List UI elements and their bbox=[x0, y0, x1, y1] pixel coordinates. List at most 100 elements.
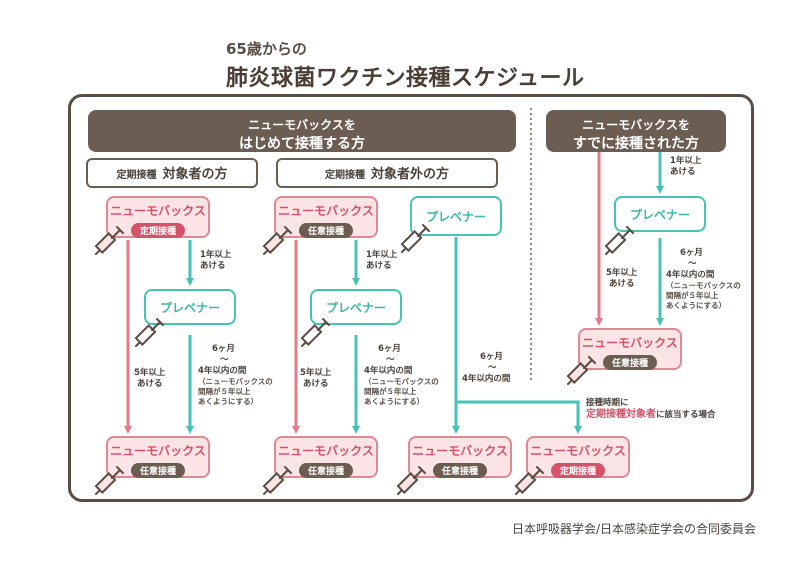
c2-pneumovax-top-label: ニューモバックス bbox=[278, 204, 374, 218]
syringe-icon bbox=[94, 466, 124, 495]
r-prevenar-label: プレベナー bbox=[629, 208, 690, 222]
syringe-icon bbox=[300, 318, 330, 347]
c3-pneumovax-bottom-label: ニューモバックス bbox=[412, 444, 508, 458]
r-note-one-year-b: あける bbox=[670, 167, 696, 177]
c1-prevenar: プレベナー bbox=[144, 289, 236, 325]
category-not-eligible-small: 定期接種 bbox=[324, 170, 365, 181]
schedule-frame bbox=[68, 94, 754, 502]
r-note-one-year: 1年以上 あける bbox=[670, 156, 701, 178]
already-band: ニューモバックスを すでに接種された方 bbox=[546, 110, 726, 152]
syringe-icon bbox=[604, 226, 634, 255]
syringe-icon bbox=[396, 466, 426, 495]
r-note-five-year-a: 5年以上 bbox=[606, 268, 638, 278]
c2-note-six-month: 6ヶ月 bbox=[378, 344, 401, 354]
syringe-icon bbox=[566, 356, 596, 385]
c1-note-tilde: 〜 bbox=[220, 355, 229, 365]
category-eligible-big: 対象者の方 bbox=[162, 167, 228, 182]
syringe-icon bbox=[134, 318, 164, 347]
syringe-icon bbox=[94, 226, 124, 255]
c2-prevenar: プレベナー bbox=[310, 289, 402, 325]
c1-pneumovax-bottom: ニューモバックス 任意接種 bbox=[106, 436, 210, 478]
category-not-eligible-big: 対象者外の方 bbox=[370, 167, 449, 182]
c4-pneumovax-bottom-label: ニューモバックス bbox=[530, 444, 626, 458]
c1-note-five-year-b: あける bbox=[136, 379, 163, 389]
c2-prevenar-label: プレベナー bbox=[325, 301, 386, 315]
c2-note-one-year-b: あける bbox=[366, 261, 392, 271]
c2-note-five-year: 5年以上 あける bbox=[300, 368, 331, 390]
c2-note-five-year-a: 5年以上 bbox=[300, 368, 332, 378]
c1-note-paren2: 間隔が５年以上 bbox=[198, 387, 251, 396]
first-time-band: ニューモバックスを はじめて接種する方 bbox=[88, 110, 516, 152]
c4-condition-rest: に該当する場合 bbox=[656, 410, 716, 420]
c2-pneumovax-top: ニューモバックス 任意接種 bbox=[274, 196, 378, 238]
c1-note-one-year-b: あける bbox=[200, 261, 226, 271]
c3-note-six-month: 6ヶ月 bbox=[480, 352, 503, 362]
c1-pneumovax-top: ニューモバックス 定期接種 bbox=[106, 196, 210, 238]
c1-pneumovax-top-label: ニューモバックス bbox=[110, 204, 206, 218]
c2-note-paren2: 間隔が５年以上 bbox=[364, 387, 417, 396]
c2-note-five-year-b: あける bbox=[302, 379, 329, 389]
c2-note-tilde: 〜 bbox=[386, 355, 395, 365]
r-note-interval: 6ヶ月 〜 4年以内の間 （ニューモバックスの 間隔が５年以上 あくようにする） bbox=[666, 248, 741, 311]
r-note-four-year: 4年以内の間 bbox=[666, 270, 715, 280]
c1-note-one-year: 1年以上 あける bbox=[200, 250, 231, 272]
category-not-eligible: 定期接種対象者外の方 bbox=[276, 158, 498, 188]
category-eligible: 定期接種対象者の方 bbox=[86, 158, 258, 188]
c3-prevenar-label: プレベナー bbox=[425, 210, 486, 224]
r-note-paren1: （ニューモバックスの bbox=[666, 281, 741, 290]
c1-note-paren3: あくようにする） bbox=[198, 397, 259, 406]
r-pneumovax-bottom-label: ニューモバックス bbox=[582, 336, 678, 350]
r-pneumovax-bottom-badge: 任意接種 bbox=[602, 355, 657, 370]
c4-condition-highlight: 定期接種対象者 bbox=[586, 409, 656, 420]
c2-pneumovax-bottom: ニューモバックス 任意接種 bbox=[274, 436, 378, 478]
c1-prevenar-label: プレベナー bbox=[159, 301, 220, 315]
already-band-line1: ニューモバックスを bbox=[582, 118, 690, 132]
page-title: 肺炎球菌ワクチン接種スケジュール bbox=[226, 66, 585, 91]
c2-note-paren1: （ニューモバックスの bbox=[364, 377, 439, 386]
syringe-icon bbox=[262, 466, 292, 495]
c1-note-paren1: （ニューモバックスの bbox=[198, 377, 273, 386]
c4-pneumovax-bottom-badge: 定期接種 bbox=[550, 463, 605, 478]
c2-note-one-year-a: 1年以上 bbox=[366, 250, 398, 260]
syringe-icon bbox=[400, 224, 430, 253]
already-band-line2: すでに接種された方 bbox=[572, 136, 700, 152]
c3-pneumovax-bottom: ニューモバックス 任意接種 bbox=[408, 436, 512, 478]
c3-prevenar: プレベナー bbox=[410, 196, 502, 236]
c1-note-four-year: 4年以内の間 bbox=[198, 366, 247, 376]
r-note-tilde: 〜 bbox=[688, 259, 697, 269]
r-note-paren2: 間隔が５年以上 bbox=[666, 291, 719, 300]
c2-note-interval: 6ヶ月 〜 4年以内の間 （ニューモバックスの 間隔が５年以上 あくようにする） bbox=[364, 344, 439, 407]
c2-note-paren3: あくようにする） bbox=[364, 397, 425, 406]
r-prevenar: プレベナー bbox=[614, 196, 706, 232]
c1-pneumovax-bottom-badge: 任意接種 bbox=[130, 463, 185, 478]
c3-pneumovax-bottom-badge: 任意接種 bbox=[432, 463, 487, 478]
c2-pneumovax-bottom-badge: 任意接種 bbox=[298, 463, 353, 478]
c3-note-tilde: 〜 bbox=[488, 363, 497, 373]
c2-pneumovax-top-badge: 任意接種 bbox=[298, 223, 353, 238]
r-note-five-year-b: あける bbox=[608, 279, 635, 289]
r-note-one-year-a: 1年以上 bbox=[670, 156, 702, 166]
page-subtitle: 65歳からの bbox=[226, 40, 307, 58]
category-eligible-small: 定期接種 bbox=[116, 170, 157, 181]
first-time-band-line1: ニューモバックスを bbox=[248, 118, 356, 132]
c2-note-one-year: 1年以上 あける bbox=[366, 250, 397, 272]
c2-pneumovax-bottom-label: ニューモバックス bbox=[278, 444, 374, 458]
first-time-band-line2: はじめて接種する方 bbox=[239, 136, 365, 152]
footer-credit: 日本呼吸器学会/日本感染症学会の合同委員会 bbox=[511, 522, 756, 536]
c1-pneumovax-bottom-label: ニューモバックス bbox=[110, 444, 206, 458]
r-note-paren3: あくようにする） bbox=[666, 301, 727, 310]
c3-note-interval: 6ヶ月 〜 4年以内の間 bbox=[462, 352, 510, 385]
c4-condition-line1: 接種時期に bbox=[586, 398, 629, 408]
c4-condition: 接種時期に 定期接種対象者に該当する場合 bbox=[586, 398, 716, 421]
c1-note-interval: 6ヶ月 〜 4年以内の間 （ニューモバックスの 間隔が５年以上 あくようにする） bbox=[198, 344, 273, 407]
c4-pneumovax-bottom: ニューモバックス 定期接種 bbox=[526, 436, 630, 478]
c1-pneumovax-top-badge: 定期接種 bbox=[130, 223, 185, 238]
c1-note-five-year-a: 5年以上 bbox=[134, 368, 166, 378]
r-note-five-year: 5年以上 あける bbox=[606, 268, 637, 290]
c1-note-six-month: 6ヶ月 bbox=[212, 344, 235, 354]
c1-note-five-year: 5年以上 あける bbox=[134, 368, 165, 390]
syringe-icon bbox=[262, 226, 292, 255]
c3-note-four-year: 4年以内の間 bbox=[462, 374, 511, 384]
c2-note-four-year: 4年以内の間 bbox=[364, 366, 413, 376]
